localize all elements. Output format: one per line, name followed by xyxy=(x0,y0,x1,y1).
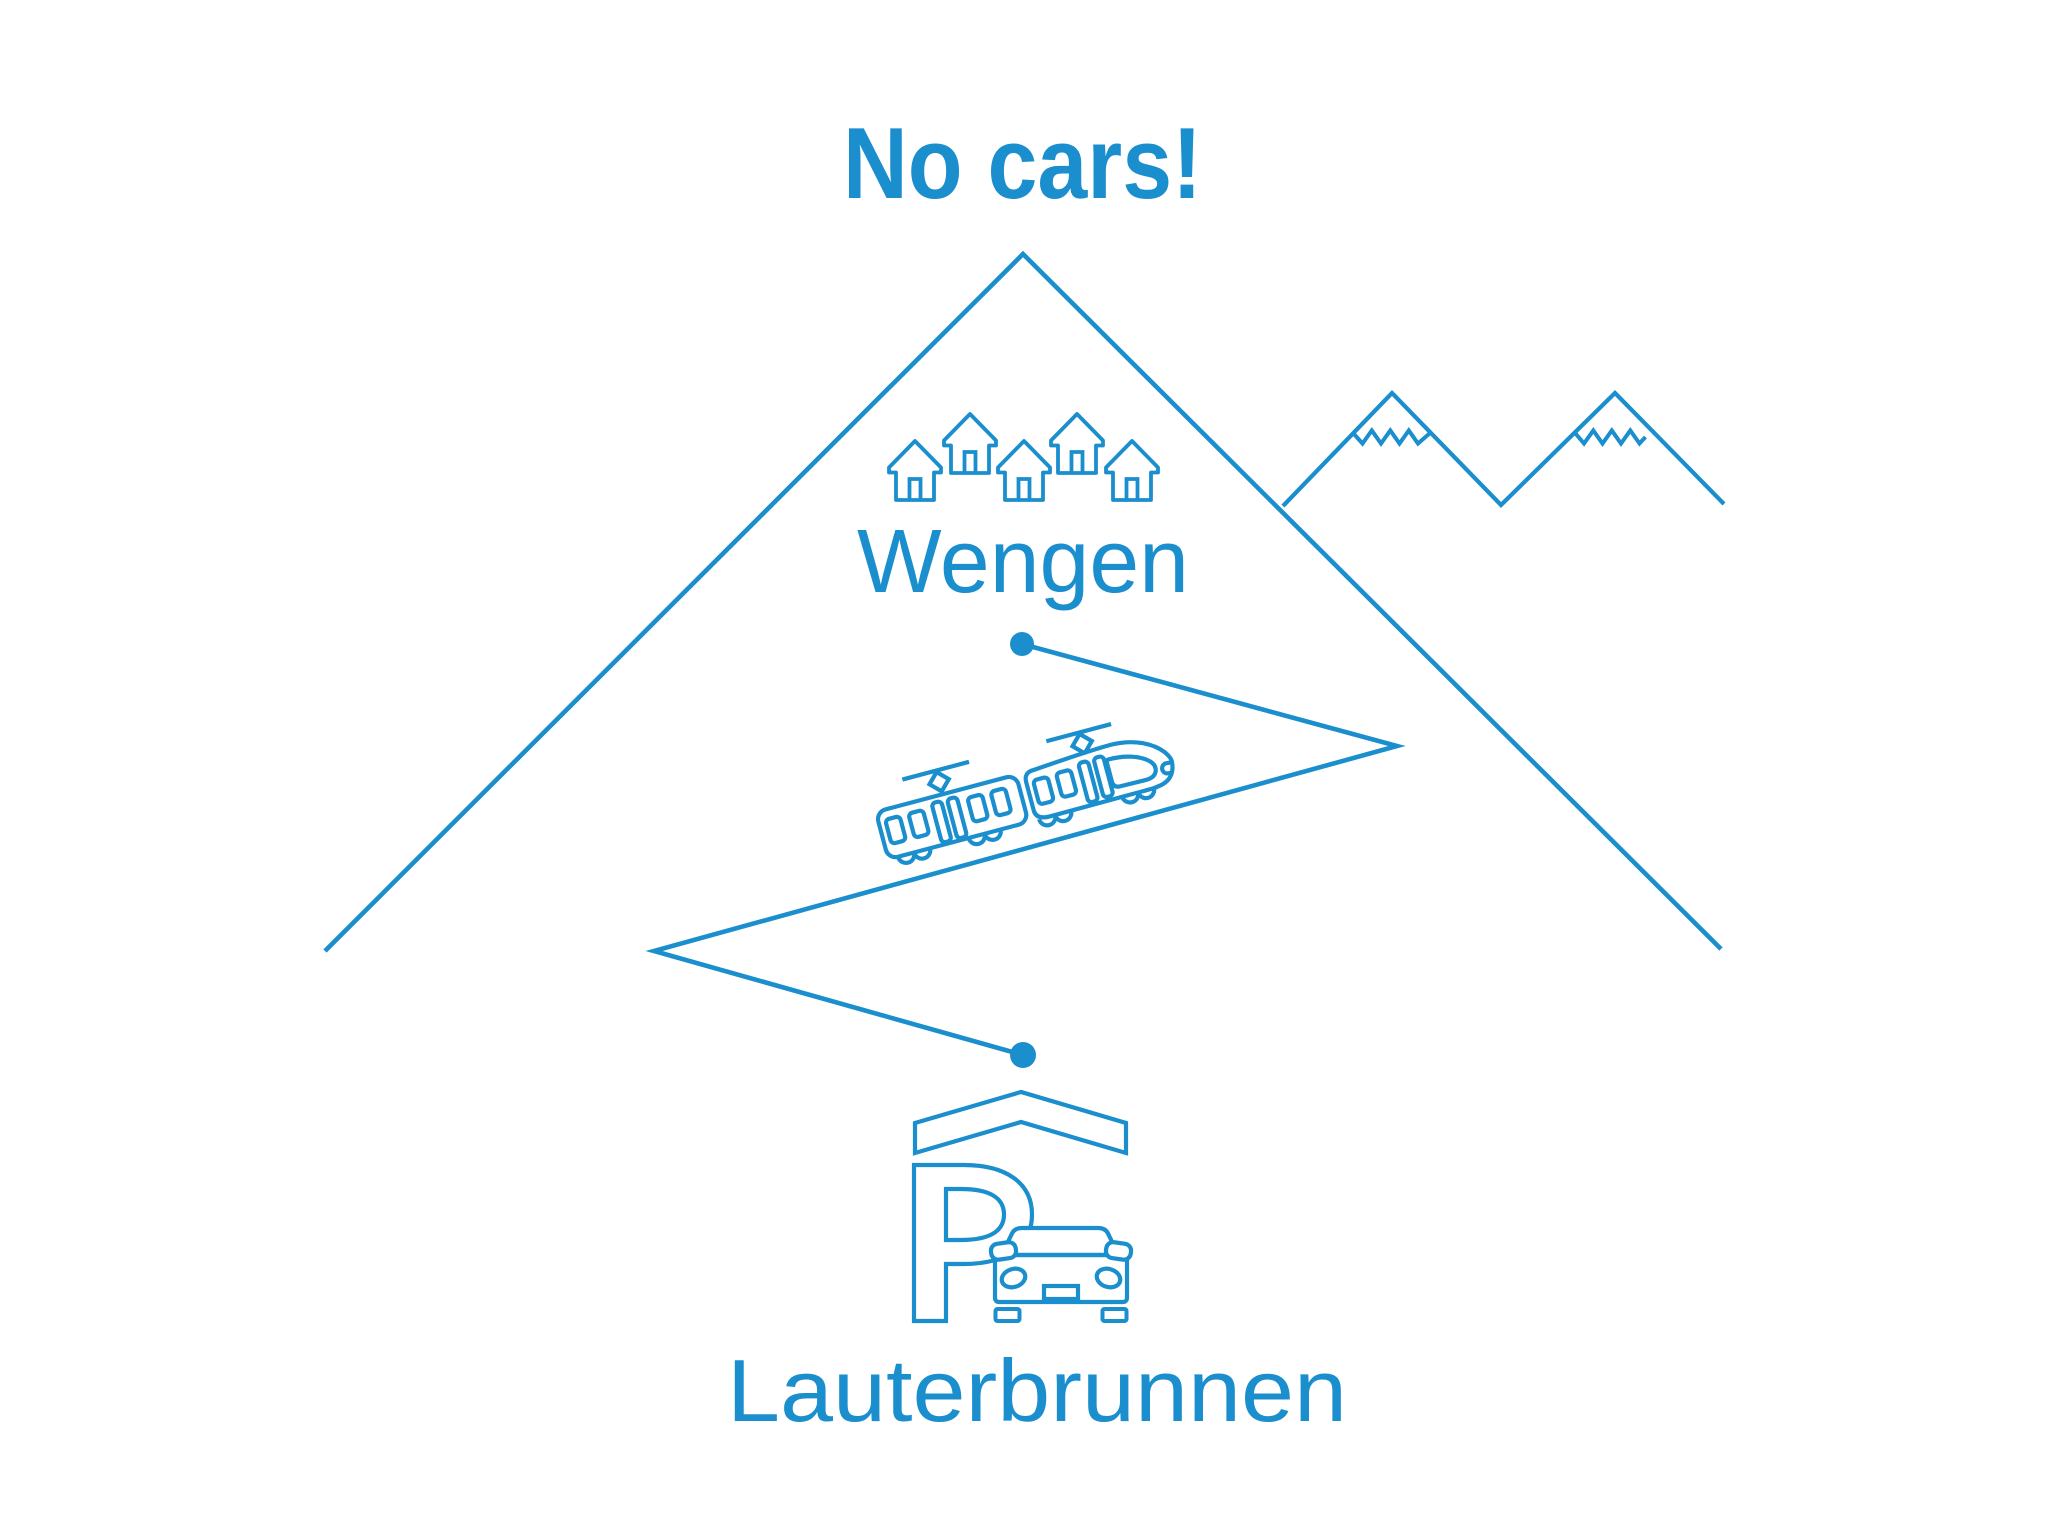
svg-text:Wengen: Wengen xyxy=(857,512,1189,612)
svg-text:No cars!: No cars! xyxy=(843,108,1202,220)
svg-text:Lauterbrunnen: Lauterbrunnen xyxy=(727,1341,1347,1440)
